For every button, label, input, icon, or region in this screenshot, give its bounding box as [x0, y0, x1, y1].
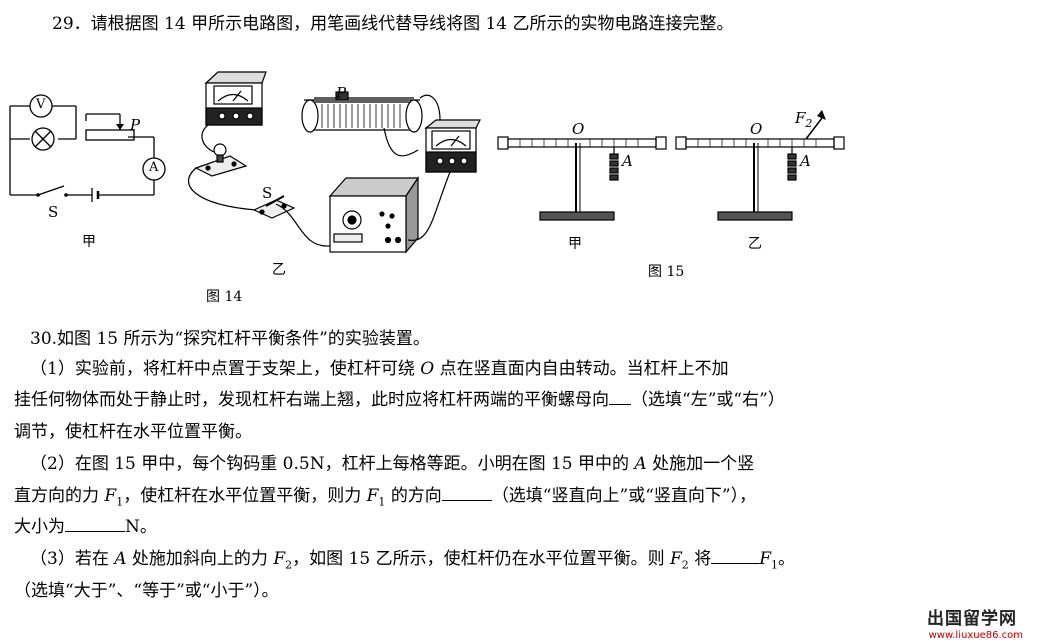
pivot-o-label-jia: O: [572, 120, 585, 138]
fig15-caption: 图 15: [648, 264, 685, 280]
ammeter-label: A: [149, 160, 159, 175]
force-f2-label: F2: [795, 109, 813, 130]
answer-blank-4[interactable]: [711, 547, 760, 564]
rheostat-p-label: P: [336, 84, 347, 102]
question-30-title: 30.如图 15 所示为“探究杠杆平衡条件”的实验装置。: [30, 329, 430, 349]
point-a-label-yi: A: [800, 152, 811, 170]
q30-part1-line1: （1）实验前，将杠杆中点置于支架上，使杠杆可绕 O 点在竖直面内自由转动。当杠杆…: [30, 359, 729, 379]
voltmeter-label: V: [36, 97, 46, 112]
watermark-url: www.liuxue86.com: [928, 630, 1023, 641]
q30-part3-line2: （选填“大于”、“等于”或“小于”）。: [14, 581, 279, 601]
pivot-o-label-yi: O: [750, 120, 763, 138]
q30-part2-line1: （2）在图 15 甲中，每个钩码重 0.5N，杠杆上每格等距。小明在图 15 甲…: [30, 454, 755, 474]
watermark-cn: 出国留学网: [927, 609, 1017, 629]
switch-s-label-diagram: S: [48, 203, 59, 221]
point-a-label-jia: A: [622, 152, 633, 170]
q30-part1-line3: 调节，使杠杆在水平位置平衡。: [14, 422, 252, 442]
q30-part2-line2: 直方向的力 F1，使杠杆在水平位置平衡，则力 F1 的方向（选填“竖直向上”或“…: [14, 484, 757, 509]
answer-blank-1[interactable]: [609, 388, 631, 405]
fig15-jia-label: 甲: [568, 236, 582, 252]
slider-p-label: P: [130, 116, 141, 134]
fig15-yi-label: 乙: [748, 236, 762, 252]
answer-blank-3[interactable]: [65, 515, 125, 532]
fig14-caption: 图 14: [206, 289, 243, 305]
answer-blank-2[interactable]: [441, 484, 492, 501]
question-29-text: 29．请根据图 14 甲所示电路图，用笔画线代替导线将图 14 乙所示的实物电路…: [52, 14, 734, 34]
q30-part3-line1: （3）若在 A 处施加斜向上的力 F2，如图 15 乙所示，使杠杆仍在水平位置平…: [30, 547, 795, 572]
switch-s-label-physical: S: [262, 184, 273, 202]
fig14-yi-label: 乙: [272, 262, 286, 278]
fig14-jia-label: 甲: [82, 234, 96, 250]
q30-part1-line2: 挂任何物体而处于静止时，发现杠杆右端上翘，此时应将杠杆两端的平衡螺母向（选填“左…: [14, 388, 785, 410]
